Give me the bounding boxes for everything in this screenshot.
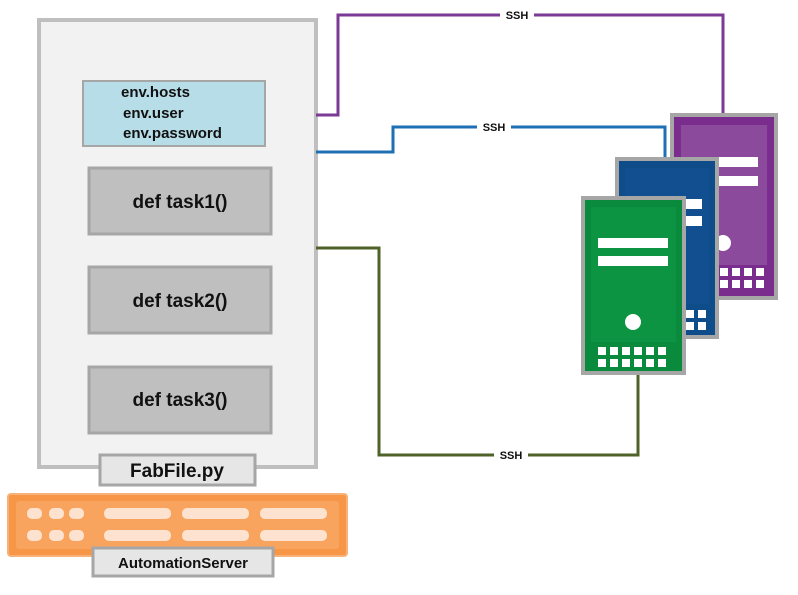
ssh-connection-2: SSH (316, 120, 667, 157)
ssh-label-3: SSH (500, 450, 523, 462)
task-box-3: def task3() (87, 365, 273, 435)
env-hosts: env.hosts (121, 84, 190, 101)
task3-label: def task3() (132, 390, 227, 411)
fabfile-label: FabFile.py (130, 461, 224, 482)
task-box-1: def task1() (87, 166, 273, 236)
server-leds (27, 508, 327, 541)
automation-server-label: AutomationServer (118, 555, 248, 572)
ssh-label-2: SSH (483, 122, 506, 134)
ssh-label-1: SSH (506, 10, 529, 22)
ssh-connection-3: SSH (316, 246, 640, 462)
fabfile-label-box: FabFile.py (98, 453, 257, 487)
task1-label: def task1() (132, 192, 227, 213)
env-box: env.hosts env.user env.password (82, 80, 266, 147)
task2-label: def task2() (132, 291, 227, 312)
ssh-connection-1: SSH (316, 8, 725, 117)
task-box-2: def task2() (87, 265, 273, 335)
env-password: env.password (123, 125, 222, 142)
automation-server: AutomationServer (7, 493, 348, 578)
env-user: env.user (123, 105, 184, 122)
remote-server-green (581, 196, 686, 375)
